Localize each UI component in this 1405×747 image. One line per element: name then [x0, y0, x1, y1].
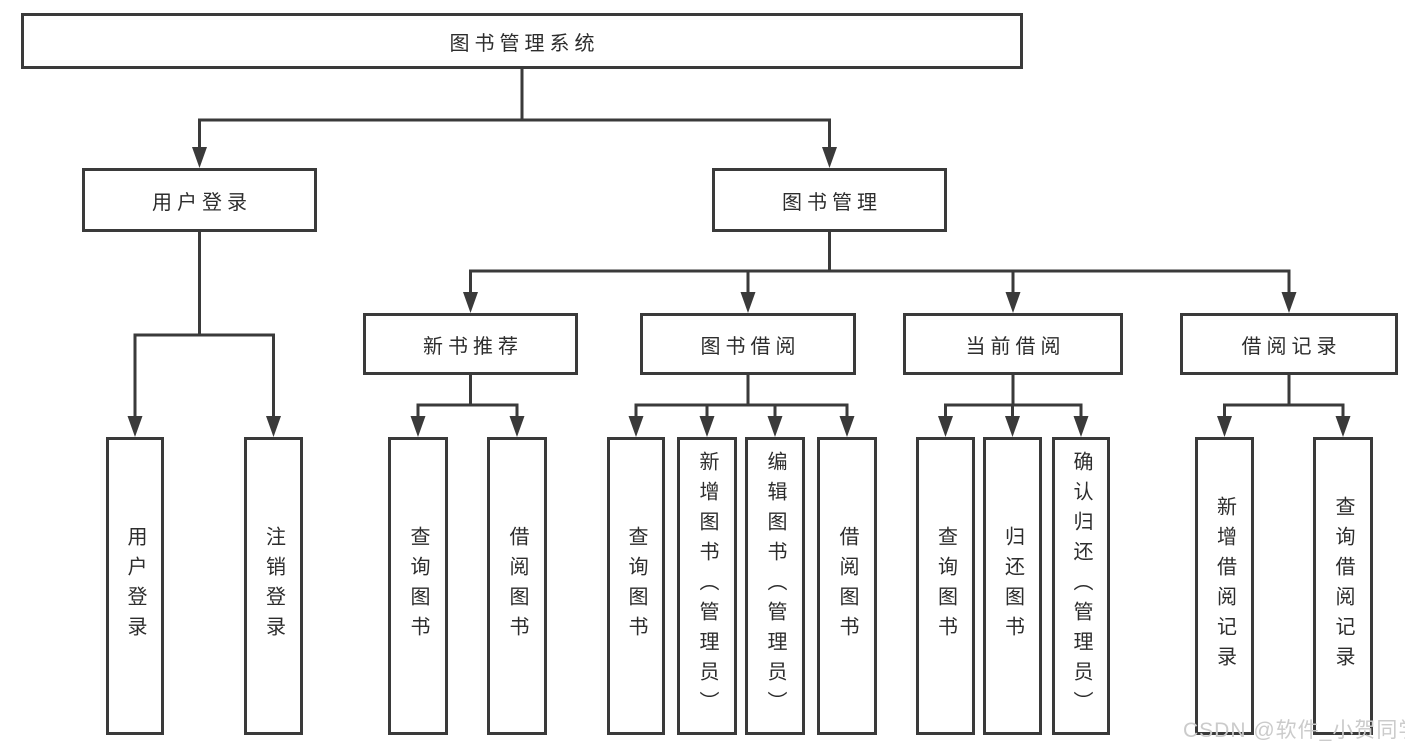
node-query-books-recommend: 查询图书: [388, 437, 448, 735]
connector-book-borrowing-children: [628, 375, 855, 437]
node-new-book-recommend: 新书推荐: [363, 313, 578, 375]
connector-user-login-children: [127, 232, 281, 437]
node-library-management-system: 图书管理系统: [21, 13, 1023, 69]
connector-borrowing-records-children: [1217, 375, 1351, 437]
node-borrow-books-recommend: 借阅图书: [487, 437, 547, 735]
node-book-management: 图书管理: [712, 168, 947, 232]
node-query-books-borrowing: 查询图书: [607, 437, 665, 735]
node-book-borrowing: 图书借阅: [640, 313, 856, 375]
connector-current-borrowing-children: [938, 375, 1089, 437]
connector-new-book-recommend-children: [410, 375, 525, 437]
connector-root-to-level2: [192, 69, 837, 168]
node-add-books-admin: 新增图书（管理员）: [677, 437, 737, 735]
node-edit-books-admin: 编辑图书（管理员）: [745, 437, 805, 735]
node-add-borrow-record: 新增借阅记录: [1195, 437, 1254, 735]
connector-book-management-children: [463, 232, 1297, 313]
node-confirm-return-admin: 确认归还（管理员）: [1052, 437, 1110, 735]
node-logout-leaf: 注销登录: [244, 437, 303, 735]
node-query-borrow-record: 查询借阅记录: [1313, 437, 1373, 735]
node-query-books-current: 查询图书: [916, 437, 975, 735]
node-borrow-books-leaf: 借阅图书: [817, 437, 877, 735]
node-return-books: 归还图书: [983, 437, 1042, 735]
node-user-login-leaf: 用户登录: [106, 437, 164, 735]
node-user-login: 用户登录: [82, 168, 317, 232]
node-borrowing-records: 借阅记录: [1180, 313, 1398, 375]
watermark: CSDN @软件_小贺同学: [1183, 719, 1405, 742]
node-current-borrowing: 当前借阅: [903, 313, 1123, 375]
